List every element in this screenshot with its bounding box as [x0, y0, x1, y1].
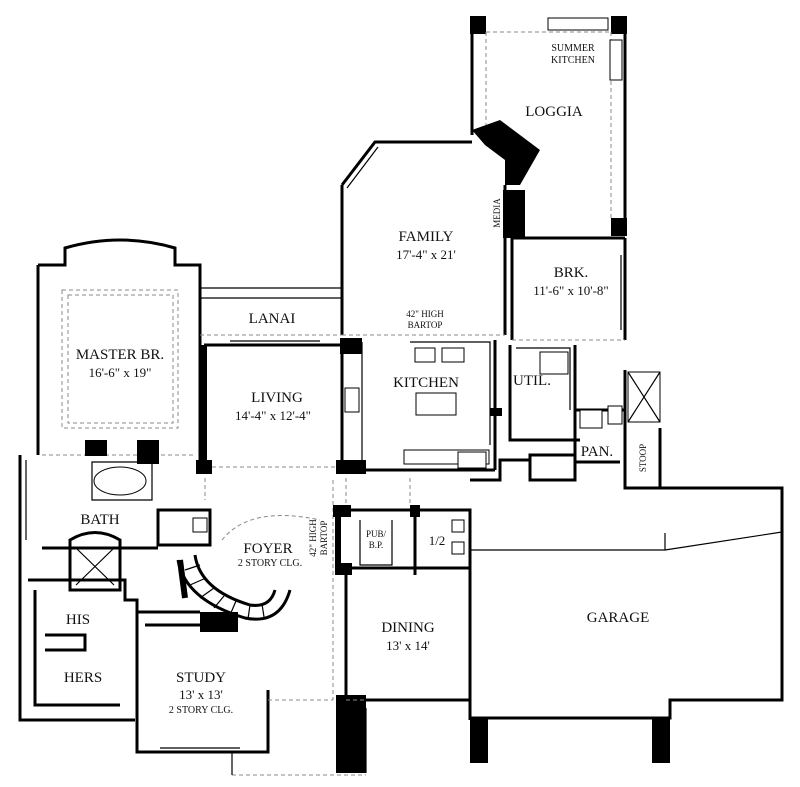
bath-label: BATH — [80, 512, 119, 528]
breakfast-room — [510, 236, 627, 341]
garage — [468, 458, 784, 763]
summer-kitchen-label-1: SUMMER — [551, 43, 595, 54]
utility-pantry — [508, 345, 662, 490]
stoop-label: STOOP — [638, 444, 648, 472]
pub-label-2: B.P. — [369, 540, 384, 550]
foyer-label: FOYER — [243, 541, 292, 557]
brk-dimensions: 11'-6" x 10'-8" — [533, 283, 608, 298]
study — [135, 610, 333, 775]
brk-label: BRK. — [554, 265, 589, 281]
family-label: FAMILY — [399, 229, 454, 245]
his-label: HIS — [66, 612, 90, 628]
loggia-label: LOGGIA — [525, 104, 583, 120]
study-dimensions: 13' x 13' — [179, 687, 223, 702]
lanai — [200, 287, 342, 336]
living-room — [196, 338, 366, 474]
loggia-area — [470, 16, 627, 236]
bartop-side-label-2: BARTOP — [319, 521, 329, 556]
kitchen — [361, 340, 502, 472]
pan-label: PAN. — [581, 444, 613, 460]
dining-label: DINING — [381, 620, 434, 636]
study-note: 2 STORY CLG. — [169, 705, 233, 716]
room-labels: SUMMER KITCHEN LOGGIA MEDIA FAMILY 17'-4… — [64, 43, 649, 716]
master-dimensions: 16'-6" x 19" — [89, 365, 152, 380]
study-label: STUDY — [176, 670, 226, 686]
media-label: MEDIA — [492, 198, 502, 228]
garage-label: GARAGE — [587, 610, 650, 626]
pub-label-1: PUB/ — [366, 529, 387, 539]
bartop-label-2: BARTOP — [408, 320, 443, 330]
half-bath-label: 1/2 — [429, 533, 446, 548]
family-dimensions: 17'-4" x 21' — [396, 247, 456, 262]
living-dimensions: 14'-4" x 12'-4" — [235, 408, 311, 423]
kitchen-label: KITCHEN — [393, 375, 459, 391]
master-label: MASTER BR. — [76, 347, 164, 363]
foyer-note: 2 STORY CLG. — [238, 558, 302, 569]
summer-kitchen-label-2: KITCHEN — [551, 55, 595, 66]
bartop-side-label-1: 42" HIGH — [308, 519, 318, 557]
hers-label: HERS — [64, 670, 102, 686]
living-label: LIVING — [251, 390, 303, 406]
dining-dimensions: 13' x 14' — [386, 638, 430, 653]
master-suite — [36, 238, 202, 465]
powder-bath — [333, 478, 472, 575]
bartop-label-1: 42" HIGH — [406, 309, 444, 319]
family-room — [340, 140, 525, 336]
util-label: UTIL. — [513, 373, 551, 389]
lanai-label: LANAI — [249, 311, 296, 327]
